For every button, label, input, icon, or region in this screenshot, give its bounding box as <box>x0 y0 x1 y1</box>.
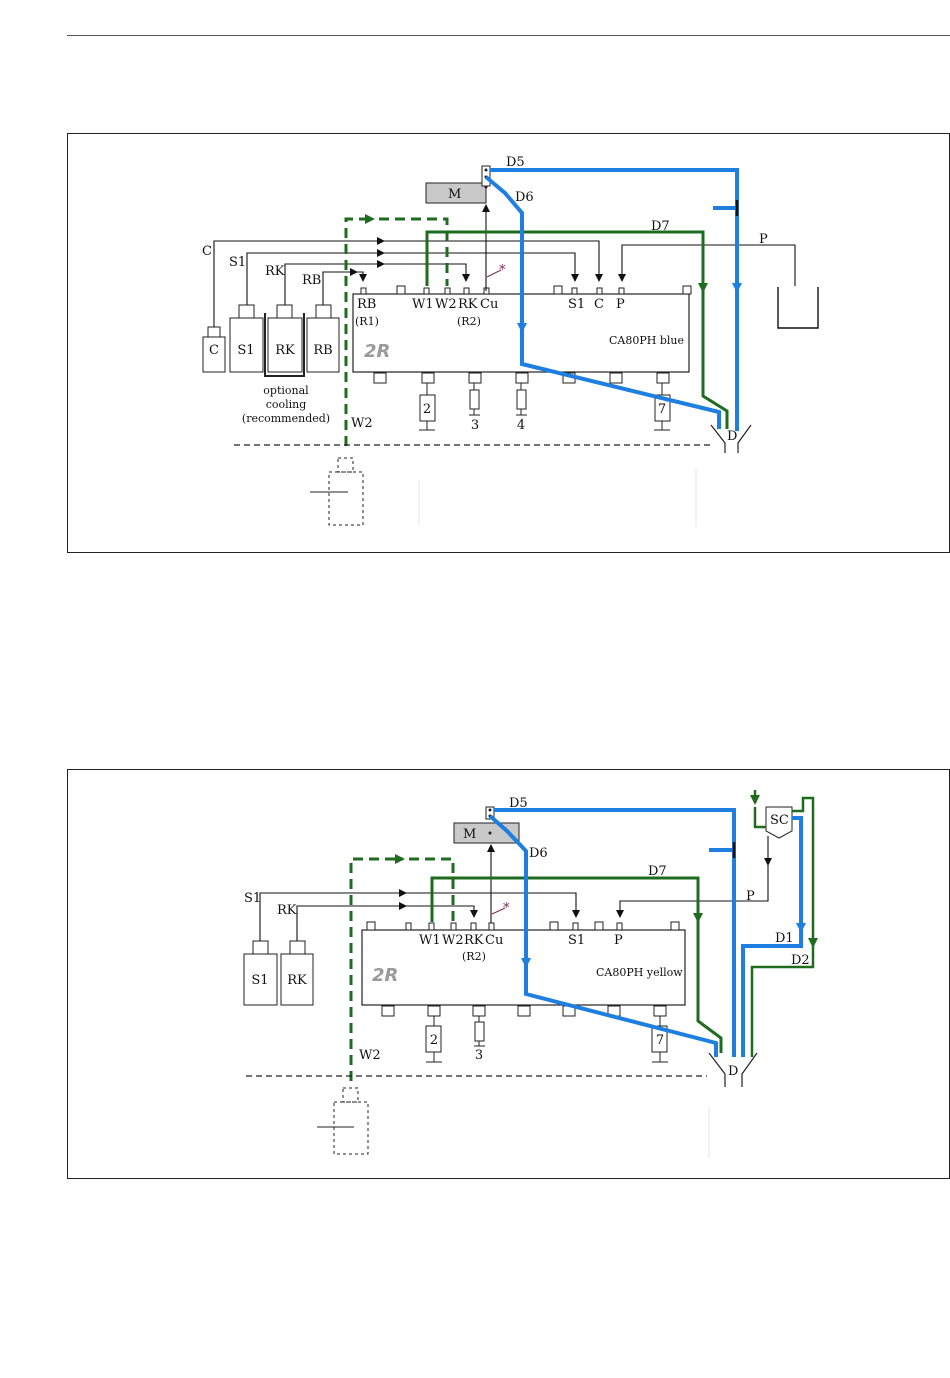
port-p: P <box>616 297 625 312</box>
port-c: C <box>594 297 604 312</box>
side-label-rk: RK <box>277 903 297 918</box>
label-d7: D7 <box>648 864 667 879</box>
port-r2: (R2) <box>457 315 481 328</box>
device-label: CA80PH yellow <box>596 966 683 979</box>
device-logo: 2R <box>372 965 398 986</box>
cooling-note-line3: (recommended) <box>242 412 330 425</box>
asterisk-marker: * <box>503 901 510 916</box>
port-cu: Cu <box>480 297 498 312</box>
side-label-rb: RB <box>302 273 321 288</box>
pump-label-7: 7 <box>658 402 666 417</box>
label-p-line: P <box>746 889 755 904</box>
label-d6: D6 <box>529 846 548 861</box>
port-r2: (R2) <box>462 950 486 963</box>
label-d7: D7 <box>651 219 670 234</box>
reagent-bottles <box>203 305 339 372</box>
bottom-pump-heads <box>374 373 669 383</box>
port-rk: RK <box>464 933 484 948</box>
port-p: P <box>614 933 623 948</box>
side-label-s1: S1 <box>229 255 246 270</box>
flow-diagram-bottom: * M D5 D6 D7 P SC D1 D2 D S1 RK S1 RK W2… <box>68 770 949 1178</box>
water-canister <box>334 1088 368 1154</box>
cooling-note-line2: cooling <box>266 398 307 411</box>
side-label-s1: S1 <box>244 891 261 906</box>
bottle-label-s1: S1 <box>237 343 254 358</box>
label-drain: D <box>727 429 737 444</box>
label-p-line: P <box>759 232 768 247</box>
label-d6: D6 <box>515 190 534 205</box>
bottom-pump-heads <box>382 1006 666 1016</box>
bottle-label-rk: RK <box>287 973 307 988</box>
label-d2: D2 <box>791 953 810 968</box>
diagram-panel-bottom: * M D5 D6 D7 P SC D1 D2 D S1 RK S1 RK W2… <box>67 769 950 1179</box>
top-fittings <box>361 286 691 294</box>
device-label: CA80PH blue <box>609 334 684 347</box>
top-fittings <box>367 922 679 930</box>
port-rb: RB <box>357 297 376 312</box>
side-label-rk: RK <box>265 264 285 279</box>
bottle-label-s1: S1 <box>251 973 268 988</box>
port-w1: W1 <box>412 297 434 312</box>
label-d5: D5 <box>506 155 525 170</box>
header-rule <box>67 35 950 36</box>
device-logo: 2R <box>364 341 390 362</box>
pump-label-2: 2 <box>423 402 431 417</box>
port-s1: S1 <box>568 933 585 948</box>
motor-label: M <box>448 187 461 202</box>
side-label-c: C <box>202 244 212 259</box>
pump-label-2: 2 <box>430 1033 438 1048</box>
sample-vessel <box>778 287 818 328</box>
cooling-note-line1: optional <box>263 384 309 397</box>
diagram-panel-top: * M D5 D6 D7 P D C S1 RK RB C S1 RK RB o… <box>67 133 950 553</box>
pump-label-3: 3 <box>475 1048 483 1063</box>
label-w2-line: W2 <box>359 1048 381 1063</box>
bottle-label-rk: RK <box>275 343 295 358</box>
port-cu: Cu <box>485 933 503 948</box>
bottle-label-rb: RB <box>313 343 332 358</box>
port-r1: (R1) <box>355 315 379 328</box>
pump-label-7: 7 <box>656 1033 664 1048</box>
label-sc: SC <box>770 813 789 828</box>
label-drain: D <box>728 1064 738 1079</box>
pump-label-4: 4 <box>517 418 525 433</box>
pump-label-3: 3 <box>471 418 479 433</box>
flow-diagram-top: * M D5 D6 D7 P D C S1 RK RB C S1 RK RB o… <box>68 134 949 552</box>
label-d5: D5 <box>509 796 528 811</box>
bottle-label-c: C <box>209 343 219 358</box>
port-s1: S1 <box>568 297 585 312</box>
asterisk-marker: * <box>499 263 506 278</box>
port-w2: W2 <box>435 297 457 312</box>
port-w1: W1 <box>419 933 441 948</box>
port-rk: RK <box>458 297 478 312</box>
label-d1: D1 <box>775 931 794 946</box>
port-w2: W2 <box>442 933 464 948</box>
motor-label: M <box>463 827 476 842</box>
label-w2-line: W2 <box>351 416 373 431</box>
reagent-lines <box>260 836 768 941</box>
